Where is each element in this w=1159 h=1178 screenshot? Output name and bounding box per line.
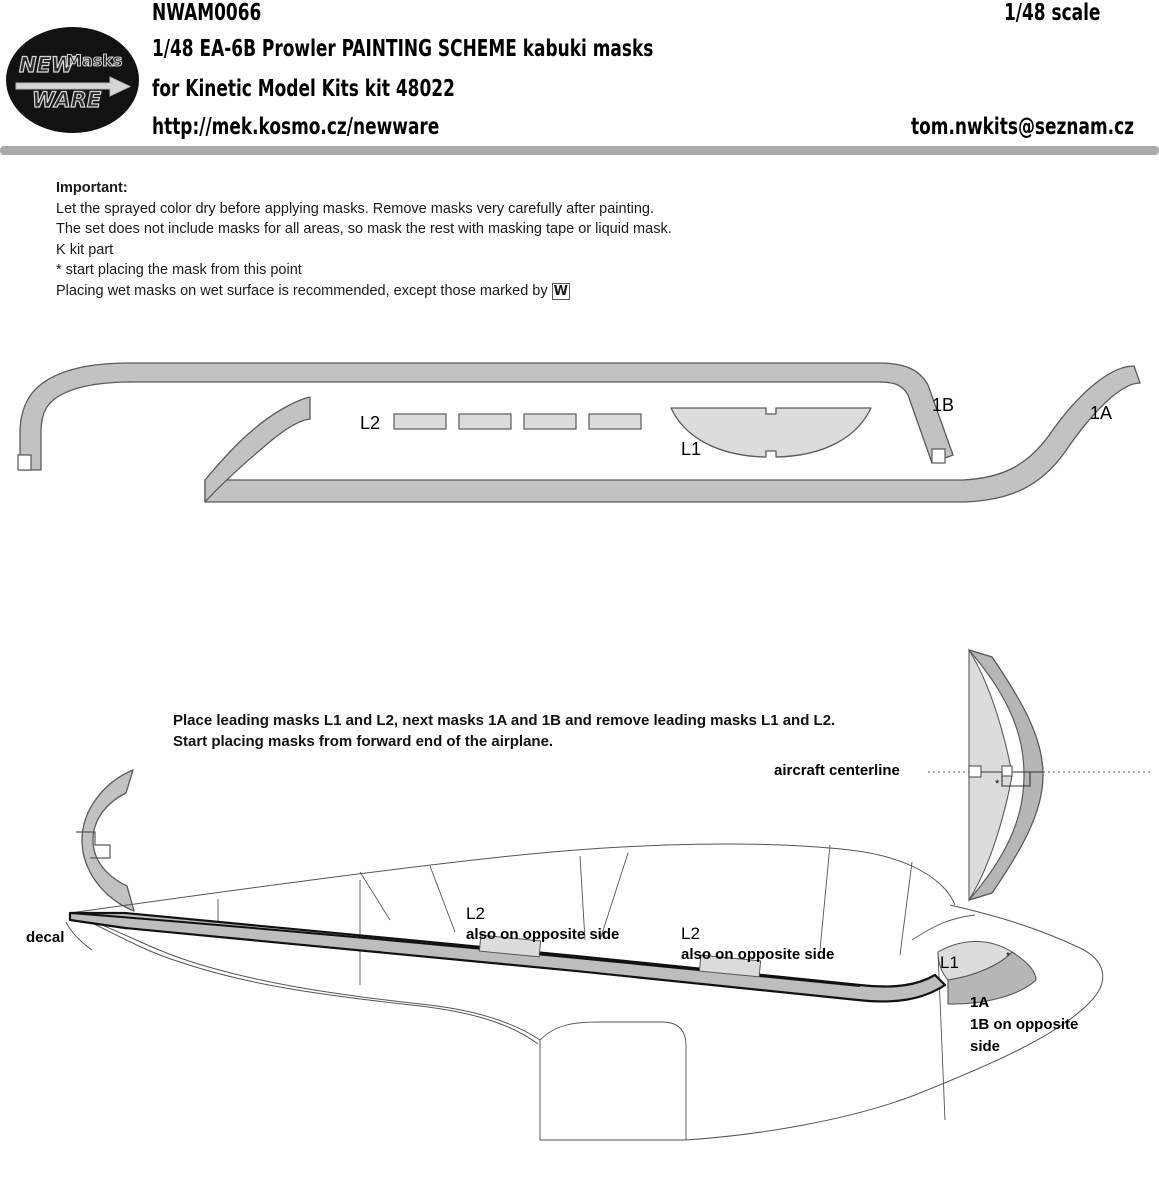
applied-l2-left-note: also on opposite side	[466, 926, 620, 943]
mask-part-1b-notch	[17, 454, 32, 471]
mask-part-l2-c	[523, 413, 577, 430]
label-l2-sheet: L2	[360, 413, 380, 433]
decal-leader-line	[65, 921, 93, 951]
applied-l2-left-code: L2	[466, 904, 485, 923]
website-url[interactable]: http://mek.kosmo.cz/newware	[152, 114, 440, 140]
label-1b-sheet: 1B	[932, 395, 954, 415]
centerline-notch-right	[1001, 765, 1013, 777]
important-notes: Important: Let the sprayed color dry bef…	[56, 178, 672, 302]
mask-part-1b-end-notch	[931, 448, 946, 464]
logo-text-masks: Masks	[65, 50, 123, 70]
mask-part-l2-a	[393, 413, 447, 430]
radome-front-light	[968, 648, 1013, 902]
applied-l2-right-group: L2 also on opposite side	[681, 923, 834, 965]
logo-text-ware: WARE	[31, 87, 102, 112]
mask-part-1a	[204, 365, 1141, 503]
label-l1-sheet: L1	[681, 439, 701, 459]
kit-subtitle: for Kinetic Model Kits kit 48022	[152, 76, 455, 102]
aircraft-centerline-label: aircraft centerline	[774, 762, 900, 779]
logo-text-new: NEW	[18, 52, 75, 77]
important-heading: Important:	[56, 180, 128, 196]
wet-mask-text: Placing wet masks on wet surface is reco…	[56, 282, 552, 299]
panel-line-nose-2	[911, 914, 976, 941]
applied-1b-note-line2: side	[970, 1038, 1001, 1055]
instruction-line-2: Start placing masks from forward end of …	[173, 733, 554, 750]
panel-line-1	[359, 871, 391, 921]
important-line-4: * start placing the mask from this point	[56, 262, 302, 278]
asterisk-marker-nose: *	[1006, 951, 1010, 962]
radome-front-mask-1a	[968, 649, 1044, 901]
important-line-3: K kit part	[56, 241, 114, 258]
applied-1a-1b-group: 1A 1B on opposite side	[970, 992, 1078, 1058]
panel-line-6	[899, 861, 913, 956]
right-arrow-icon	[15, 76, 132, 97]
applied-1a-label: 1A	[970, 994, 990, 1011]
radome-front-band	[968, 649, 1044, 901]
applied-l1-label: L1	[940, 953, 959, 972]
instruction-line-1: Place leading masks L1 and L2, next mask…	[173, 712, 836, 729]
mask-part-l1	[670, 407, 872, 458]
mask-part-1a-tail	[204, 396, 311, 503]
mask-part-1b	[19, 362, 954, 471]
label-1a-sheet: 1A	[1090, 403, 1112, 423]
brand-logo: NEW WARE Masks	[6, 27, 139, 133]
page-title: 1/48 EA-6B Prowler PAINTING SCHEME kabuk…	[152, 36, 654, 62]
centerline-notch-left	[968, 765, 982, 778]
applied-l2-left-group: L2 also on opposite side	[466, 903, 619, 945]
mask-part-c-step-notch	[76, 831, 111, 859]
lower-panel-outline	[539, 1021, 687, 1140]
important-line-2: The set does not include masks for all a…	[56, 221, 672, 237]
product-code: NWAM0066	[152, 0, 262, 26]
mask-part-c-curved	[81, 769, 135, 912]
mask-part-l2-d	[588, 413, 642, 430]
panel-line-nose	[937, 951, 946, 1121]
asterisk-marker-radome: *	[995, 778, 1000, 790]
header-divider	[0, 146, 1159, 155]
placement-instructions: Place leading masks L1 and L2, next mask…	[173, 710, 835, 752]
applied-l2-right-code: L2	[681, 924, 700, 943]
applied-l2-right-note: also on opposite side	[681, 946, 835, 963]
panel-line-2	[429, 865, 456, 933]
contact-email[interactable]: tom.nwkits@seznam.cz	[911, 114, 1135, 140]
decal-label: decal	[26, 929, 65, 946]
applied-1b-note-line1: 1B on opposite	[970, 1016, 1079, 1033]
page-header: NEW WARE Masks NWAM0066 1/48 EA-6B Prowl…	[0, 0, 1159, 155]
scale-label: 1/48 scale	[1004, 0, 1101, 26]
mask-part-l2-b	[458, 413, 512, 430]
centerline-step-mark	[1001, 772, 1031, 787]
important-line-5: Placing wet masks on wet surface is reco…	[56, 281, 672, 303]
wet-mask-symbol: W	[551, 282, 570, 300]
important-line-1: Let the sprayed color dry before applyin…	[56, 200, 654, 217]
